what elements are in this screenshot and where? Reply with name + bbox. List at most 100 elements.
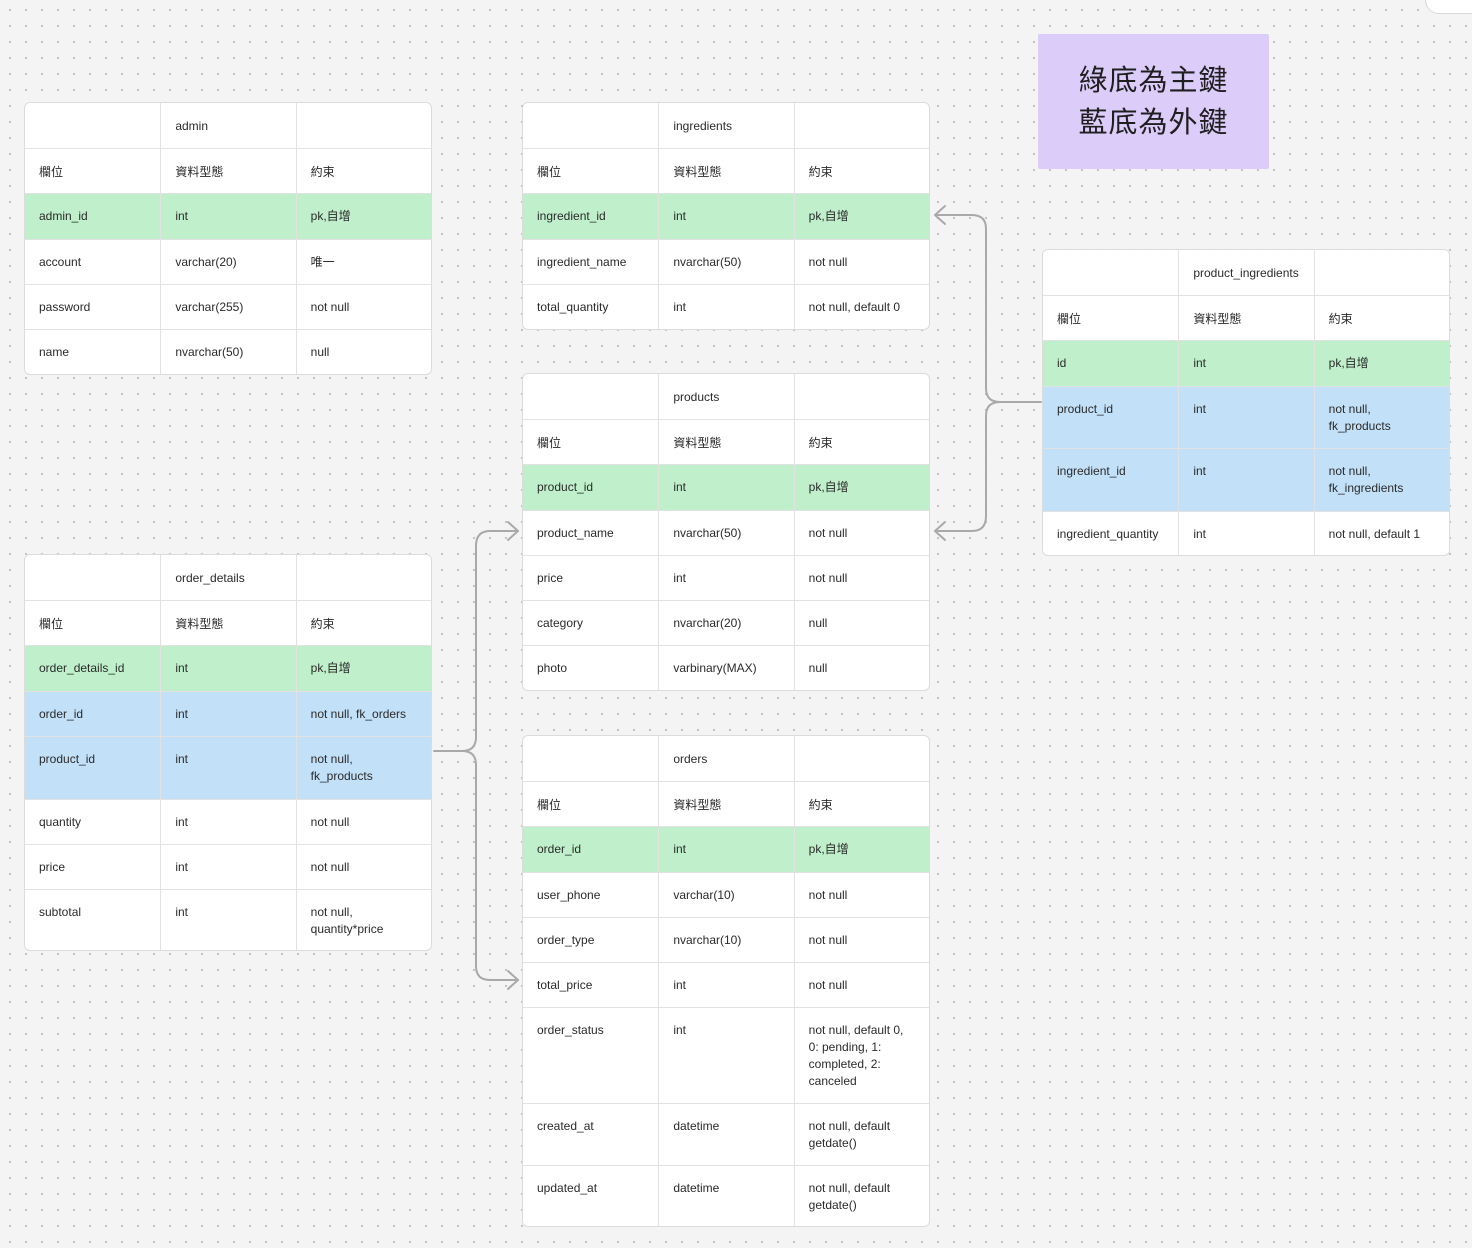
field-name: ingredient_id — [537, 209, 606, 223]
column-header-field: 欄位 — [39, 165, 64, 179]
field-name: account — [39, 255, 82, 269]
field-constraint: not null, default getdate() — [793, 1166, 929, 1226]
field-name: ingredient_name — [537, 255, 627, 269]
field-type: int — [658, 963, 793, 1007]
connector-arrowhead-products-right — [934, 521, 946, 541]
field-name: total_quantity — [537, 300, 609, 314]
field-name: product_id — [537, 480, 594, 494]
field-type: int — [160, 890, 295, 950]
field-type: int — [658, 1008, 793, 1103]
field-name: product_id — [1057, 402, 1114, 416]
legend-note[interactable]: 綠底為主鍵 藍底為外鍵 — [1038, 34, 1269, 169]
field-constraint: pk,自增 — [793, 465, 929, 510]
field-constraint: not null — [793, 511, 929, 555]
legend-pk-text: 綠底為主鍵 — [1078, 64, 1229, 97]
field-constraint: null — [793, 646, 929, 690]
field-name: ingredient_quantity — [1057, 527, 1159, 541]
field-name: product_name — [537, 526, 614, 540]
field-type: int — [1178, 512, 1313, 555]
field-name: order_status — [537, 1023, 604, 1037]
field-name: password — [39, 300, 91, 314]
header-cell-empty — [793, 103, 929, 148]
field-constraint: pk,自增 — [793, 827, 929, 872]
field-name: order_type — [537, 933, 595, 947]
table-order-details[interactable]: order_details 欄位 資料型態 約束 order_details_i… — [24, 554, 432, 951]
connector-arrowhead-orders — [507, 970, 519, 990]
field-constraint: not null — [793, 556, 929, 600]
field-constraint: not null, default getdate() — [793, 1104, 929, 1165]
field-type: int — [1178, 387, 1313, 448]
field-constraint: not null, default 0, 0: pending, 1: comp… — [793, 1008, 929, 1103]
field-type: varbinary(MAX) — [658, 646, 793, 690]
field-constraint: not null — [793, 963, 929, 1007]
table-row: product_id int not null, fk_products — [1043, 386, 1449, 448]
field-type: datetime — [658, 1104, 793, 1165]
field-constraint: not null, default 0 — [793, 285, 929, 329]
table-row: name nvarchar(50) null — [25, 329, 431, 374]
field-type: int — [658, 285, 793, 329]
column-header-type: 資料型態 — [160, 601, 295, 645]
table-row: order_id int not null, fk_orders — [25, 691, 431, 736]
connector-order-details — [433, 530, 519, 752]
header-cell-empty — [793, 736, 929, 781]
field-type: nvarchar(20) — [658, 601, 793, 645]
table-row: price int not null — [25, 844, 431, 889]
legend-fk-text: 藍底為外鍵 — [1078, 106, 1229, 139]
table-row: order_details_id int pk,自增 — [25, 645, 431, 691]
header-cell-empty — [25, 103, 160, 148]
column-header-constraint: 約束 — [793, 420, 929, 464]
table-title: products — [658, 374, 793, 419]
column-header-constraint: 約束 — [295, 149, 431, 193]
table-admin[interactable]: admin 欄位 資料型態 約束 admin_id int pk,自增 acco… — [24, 102, 432, 375]
field-type: varchar(255) — [160, 285, 295, 329]
column-header-type: 資料型態 — [658, 149, 793, 193]
table-row: product_id int pk,自增 — [523, 464, 929, 510]
field-name: ingredient_id — [1057, 464, 1126, 478]
field-constraint: not null, fk_products — [295, 737, 431, 799]
table-product-ingredients[interactable]: product_ingredients 欄位 資料型態 約束 id int pk… — [1042, 249, 1450, 556]
field-type: int — [658, 827, 793, 872]
column-header-constraint: 約束 — [793, 782, 929, 826]
field-constraint: pk,自增 — [793, 194, 929, 239]
field-type: nvarchar(50) — [658, 511, 793, 555]
field-type: varchar(10) — [658, 873, 793, 917]
table-row: password varchar(255) not null — [25, 284, 431, 329]
field-type: int — [160, 845, 295, 889]
column-header-constraint: 約束 — [295, 601, 431, 645]
field-name: order_details_id — [39, 661, 125, 675]
header-cell-empty — [793, 374, 929, 419]
table-products[interactable]: products 欄位 資料型態 約束 product_id int pk,自增… — [522, 373, 930, 691]
table-row: order_status int not null, default 0, 0:… — [523, 1007, 929, 1103]
field-constraint: not null — [793, 918, 929, 962]
table-orders[interactable]: orders 欄位 資料型態 約束 order_id int pk,自增 use… — [522, 735, 930, 1227]
table-row: order_type nvarchar(10) not null — [523, 917, 929, 962]
table-header: ingredients — [523, 103, 929, 148]
table-header: order_details — [25, 555, 431, 600]
table-title: ingredients — [658, 103, 793, 148]
table-row: ingredient_name nvarchar(50) not null — [523, 239, 929, 284]
column-header-field: 欄位 — [537, 165, 562, 179]
column-header-type: 資料型態 — [160, 149, 295, 193]
field-constraint: not null — [295, 285, 431, 329]
column-header-field: 欄位 — [39, 617, 64, 631]
field-name: product_id — [39, 752, 96, 766]
field-type: nvarchar(50) — [160, 330, 295, 374]
connector-product-ingredients-products — [934, 401, 1001, 532]
field-type: varchar(20) — [160, 240, 295, 284]
field-type: int — [1178, 341, 1313, 386]
table-title: order_details — [160, 555, 295, 600]
field-name: photo — [537, 661, 568, 675]
column-header-row: 欄位 資料型態 約束 — [1043, 295, 1449, 340]
table-row: total_quantity int not null, default 0 — [523, 284, 929, 329]
table-row: product_name nvarchar(50) not null — [523, 510, 929, 555]
table-ingredients[interactable]: ingredients 欄位 資料型態 約束 ingredient_id int… — [522, 102, 930, 330]
column-header-row: 欄位 資料型態 約束 — [523, 419, 929, 464]
connector-product-ingredients — [934, 214, 1042, 403]
column-header-constraint: 約束 — [1313, 296, 1449, 340]
field-name: quantity — [39, 815, 82, 829]
table-row: category nvarchar(20) null — [523, 600, 929, 645]
field-constraint: not null, fk_products — [1313, 387, 1449, 448]
field-type: int — [160, 737, 295, 799]
header-cell-empty — [523, 736, 658, 781]
column-header-type: 資料型態 — [658, 782, 793, 826]
